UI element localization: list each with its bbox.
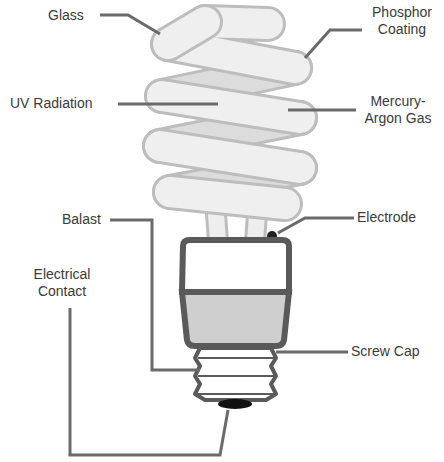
leader-line [305,30,362,58]
screw-cap-outline [195,348,276,400]
tube [168,22,205,44]
tube-outline [160,22,300,204]
leader-line [118,103,218,106]
thread-line [198,357,274,359]
part-label: UV Radiation [10,95,93,112]
leader-line [100,15,160,34]
part-label: Mercury-Argon Gas [356,93,440,127]
spiral-tube-front [160,22,300,204]
ballast-section [182,292,289,346]
part-label: Phosphor Coating [364,4,440,38]
part-label: Electrode [357,209,416,226]
part-label: Screw Cap [351,343,419,360]
leader-line [276,351,348,354]
base-housing [182,240,289,292]
leader-lines [70,15,362,455]
tube [160,22,300,204]
leader-line [70,308,228,455]
thread-line [198,375,274,377]
leader-line [288,109,356,112]
leader-line [110,220,200,370]
part-label: Balast [62,211,101,228]
tube-outline [168,22,205,44]
screw-threads [198,358,274,394]
thread-line [198,393,274,395]
part-label: Glass [48,7,84,24]
part-label: Electrical Contact [20,266,104,300]
leader-line [278,218,354,233]
electrical-contact-tip [218,399,252,409]
screw-cap [195,348,276,400]
